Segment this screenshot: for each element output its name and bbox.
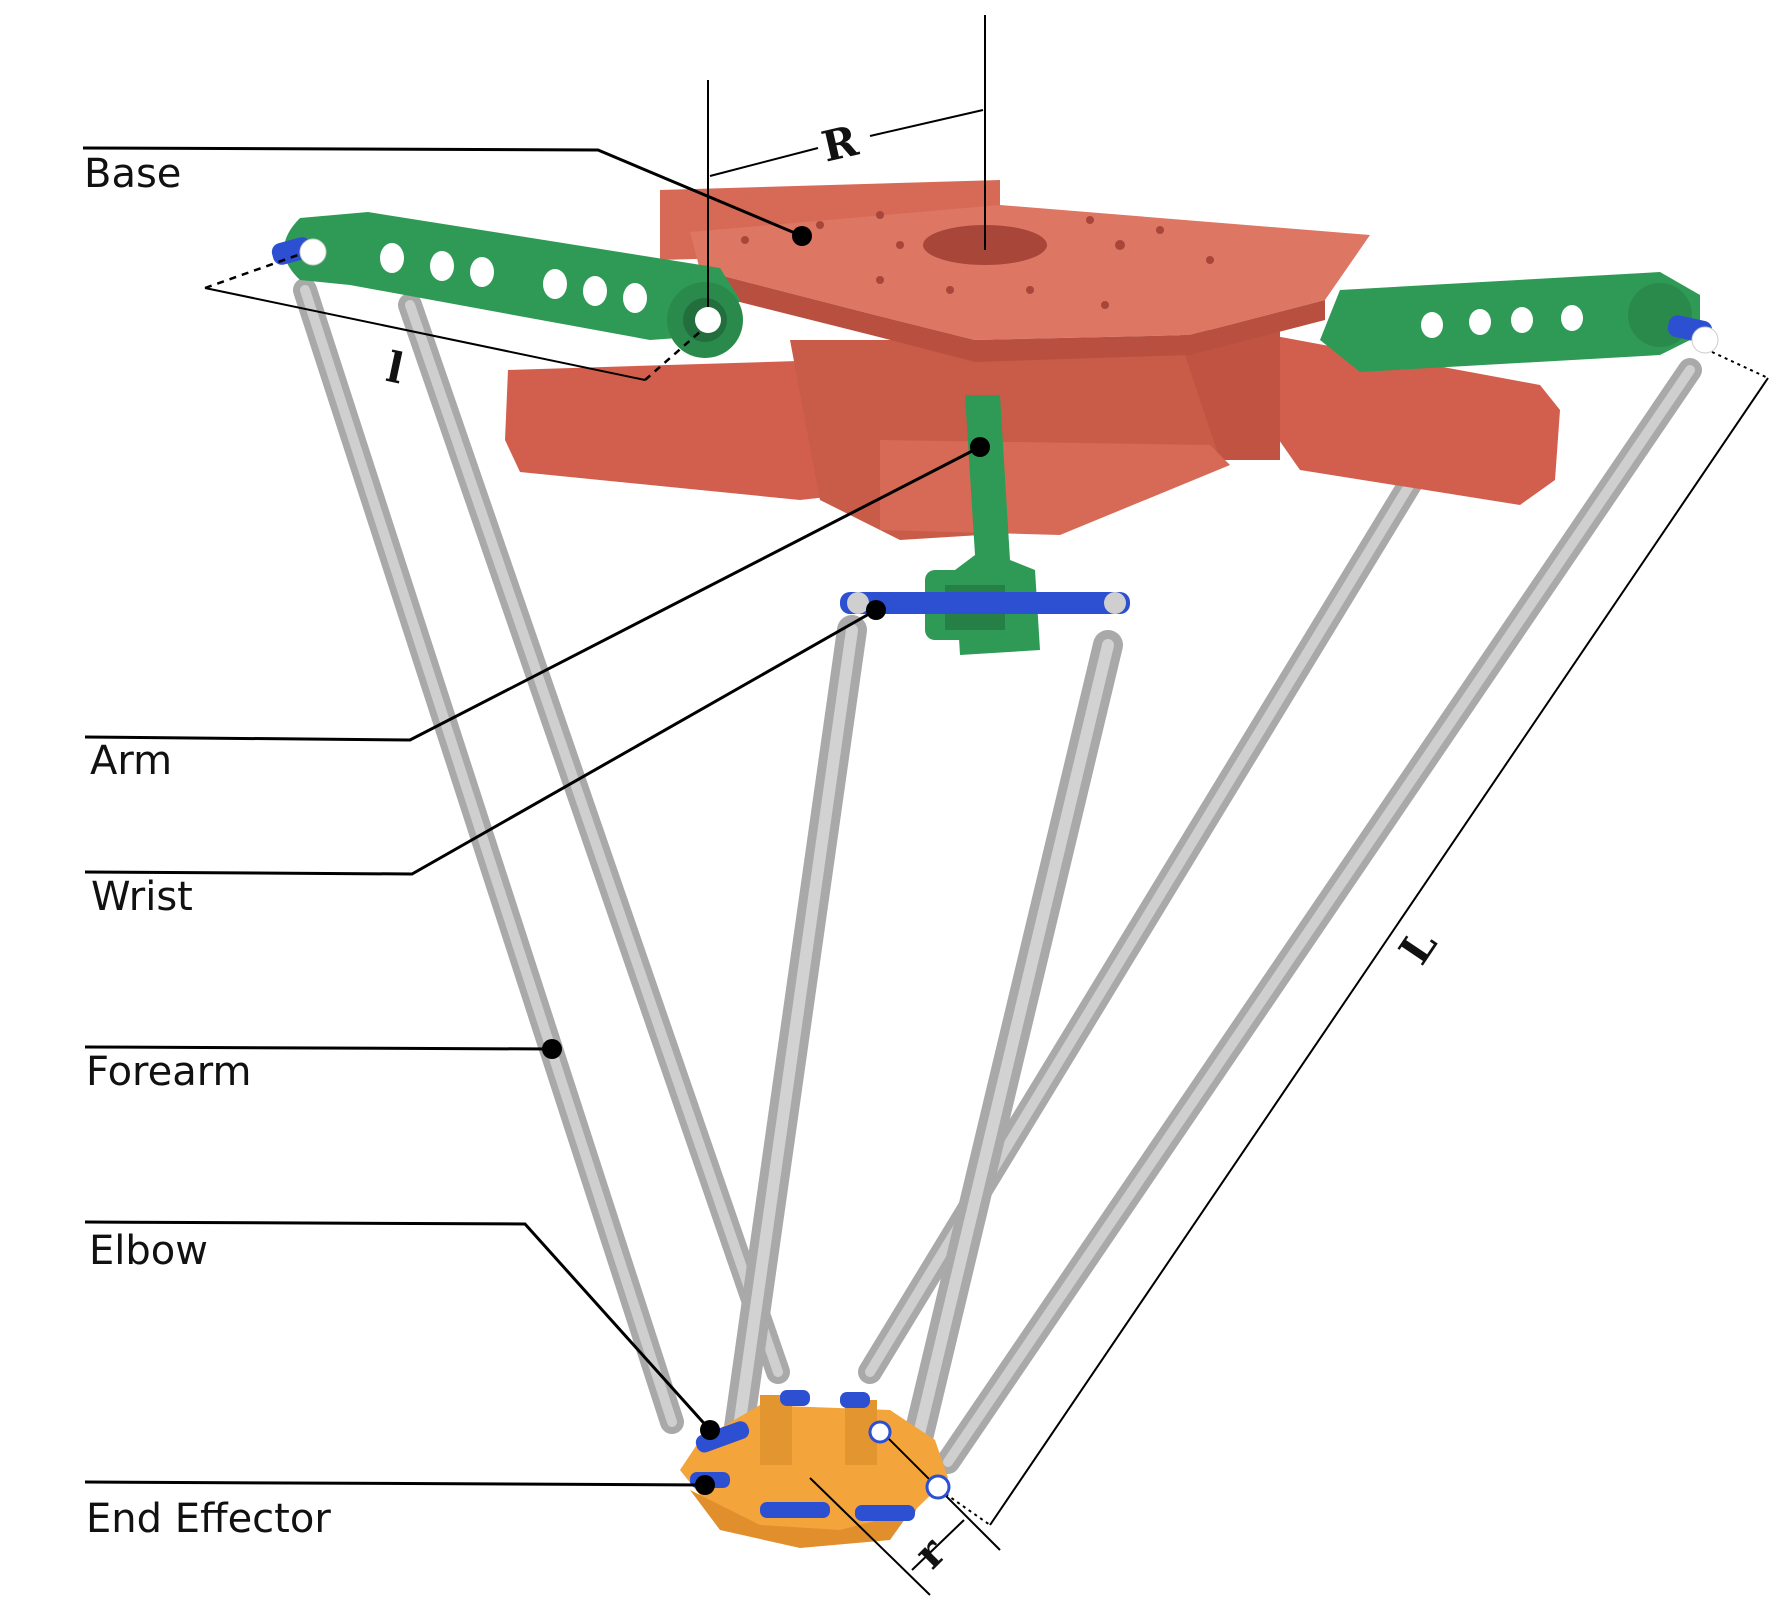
wrist-label: Wrist — [91, 874, 193, 920]
base-hole — [741, 236, 749, 244]
base-hole — [1086, 216, 1094, 224]
leader-lines — [82, 146, 981, 1487]
effector-marker — [925, 1474, 951, 1500]
base-hole — [896, 241, 904, 249]
end-effector-shadow — [690, 1490, 910, 1548]
right-arm-hole — [1561, 305, 1583, 331]
r-small-line — [809, 1477, 931, 1596]
front-wrist-bar — [840, 592, 1130, 614]
r-small-cross — [911, 1519, 965, 1571]
callout-labels: Base Arm Wrist Forearm Elbow End Effecto… — [84, 151, 331, 1542]
base-plate-edge — [700, 270, 1325, 362]
end-effector-joint — [780, 1390, 810, 1406]
base-assembly — [505, 180, 1560, 540]
right-motor — [1265, 335, 1560, 505]
base-hole — [946, 286, 954, 294]
end-effector-joint — [760, 1502, 830, 1518]
arm-label: Arm — [90, 738, 172, 784]
forearm-rod — [896, 639, 1114, 1511]
forearm-label: Forearm — [86, 1049, 251, 1095]
forearm-extension — [939, 1489, 991, 1526]
l-dimension-line — [204, 287, 646, 381]
elbow-leader — [84, 1220, 712, 1432]
base-holes — [741, 211, 1214, 309]
end-effector-post — [760, 1395, 792, 1465]
left-arm-hole — [470, 257, 494, 287]
r-dimension-line — [709, 147, 819, 177]
base-hole — [876, 276, 884, 284]
base-radius-label: R — [817, 116, 863, 172]
wrist-pin — [1104, 592, 1126, 614]
r-dimension-line — [869, 109, 984, 137]
wrist-leader — [84, 608, 877, 876]
base-leader — [82, 146, 803, 238]
end-effector-leader — [84, 1480, 706, 1487]
base-hole — [1101, 301, 1109, 309]
base-label: Base — [84, 151, 181, 197]
left-motor — [505, 360, 890, 500]
forearm-rod — [722, 624, 858, 1511]
right-elbow-marker — [1691, 326, 1719, 354]
end-effector-joint — [840, 1392, 870, 1408]
arm-leader — [84, 445, 981, 742]
left-elbow-marker — [299, 238, 327, 266]
left-arm-hole — [543, 269, 567, 299]
base-hole — [1206, 256, 1214, 264]
right-arm — [1320, 272, 1700, 372]
end-effector-joint — [695, 1421, 750, 1453]
arms — [284, 212, 1700, 655]
wrist-pin — [847, 592, 869, 614]
left-arm-pivot-marker — [695, 307, 721, 333]
end-effector-label: End Effector — [86, 1496, 331, 1542]
right-arm-hole — [1469, 309, 1491, 335]
end-effector — [680, 1390, 948, 1548]
left-arm-hole — [583, 276, 607, 306]
forearm-rod — [405, 300, 783, 1377]
base-hole — [1115, 240, 1125, 250]
forearm-rod — [943, 365, 1695, 1467]
base-lower-bracket — [880, 440, 1230, 535]
effector-marker — [868, 1420, 892, 1444]
l-extension — [204, 253, 299, 290]
base-top-plate — [690, 205, 1370, 340]
forearm-rods — [293, 278, 1702, 1520]
right-arm-hole — [1421, 312, 1443, 338]
base-hole — [876, 211, 884, 219]
left-arm-hole — [380, 243, 404, 273]
base-hole — [1156, 226, 1164, 234]
left-arm — [284, 212, 740, 340]
dimension-markers: R l L r — [204, 15, 1769, 1596]
arm-length-label: l — [382, 342, 408, 393]
forearm-leader — [84, 1045, 553, 1051]
end-effector-joint — [855, 1505, 915, 1521]
base-hole — [1026, 286, 1034, 294]
forearm-rod — [300, 285, 677, 1427]
forearm-length-label: L — [1389, 921, 1446, 973]
forearm-extension — [1711, 351, 1769, 379]
base-hole — [816, 221, 824, 229]
forearm-dimension-line — [989, 377, 1769, 1526]
right-arm-hole — [1511, 307, 1533, 333]
elbow-label: Elbow — [89, 1228, 208, 1274]
left-arm-hole — [430, 251, 454, 281]
left-arm-hole — [623, 283, 647, 313]
